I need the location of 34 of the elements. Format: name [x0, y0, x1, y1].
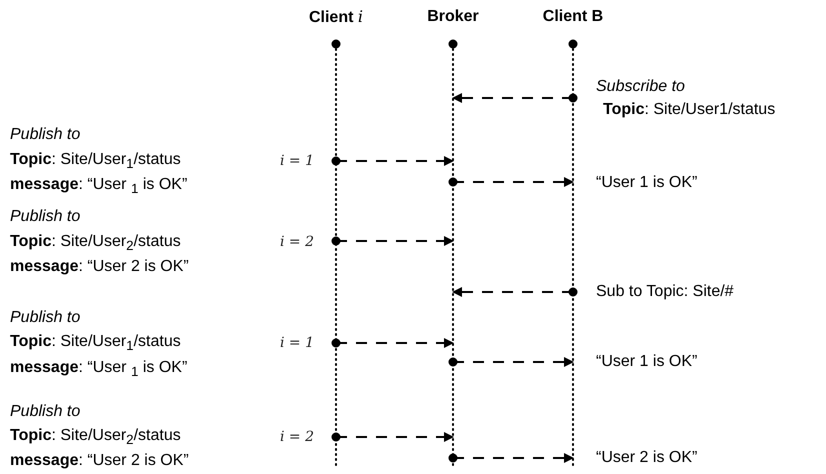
dashed-arrow	[448, 177, 574, 187]
participant-label: Client i	[308, 6, 364, 28]
dashed-arrow	[332, 432, 454, 442]
received-message-text: “User 1 is OK”	[596, 352, 698, 372]
dashed-arrow	[332, 156, 454, 166]
topic-text: Topic: Site/User$_{1}$/status	[10, 150, 181, 174]
dashed-arrow	[332, 338, 454, 348]
topic-text: Topic: Site/User1/status	[603, 100, 776, 120]
dashed-arrow	[448, 357, 574, 367]
message-text: message: “User 2 is OK”	[10, 257, 189, 277]
received-message-text: “User 2 is OK”	[596, 448, 698, 468]
index-text: i = 2	[280, 233, 314, 252]
publish-text: Publish to	[10, 402, 80, 422]
topic-text: Topic: Site/User$_{2}$/status	[10, 232, 181, 256]
publish-text: Publish to	[10, 308, 80, 328]
dashed-arrow	[452, 287, 578, 297]
index-text: i = 2	[280, 428, 314, 447]
subscribe-text: Sub to Topic: Site/#	[596, 282, 734, 302]
topic-text: Topic: Site/User$_{1}$/status	[10, 332, 181, 356]
message-text: message: “User 2 is OK”	[10, 451, 189, 471]
publish-text: Publish to	[10, 125, 80, 145]
index-text: i = 1	[280, 334, 314, 353]
participant-label: Broker	[426, 7, 480, 27]
dashed-arrow	[452, 93, 578, 103]
message-text: message: “User $_{1}$ is OK”	[10, 175, 188, 198]
topic-text: Topic: Site/User$_{2}$/status	[10, 426, 181, 450]
index-text: i = 1	[280, 152, 314, 171]
participant-label: Client B	[542, 7, 604, 27]
message-text: message: “User $_{1}$ is OK”	[10, 358, 188, 382]
subscribe-text: Subscribe to	[596, 77, 685, 97]
received-message-text: “User 1 is OK”	[596, 173, 698, 193]
dashed-arrow	[332, 236, 454, 246]
dashed-arrow	[448, 453, 574, 463]
publish-text: Publish to	[10, 207, 80, 227]
